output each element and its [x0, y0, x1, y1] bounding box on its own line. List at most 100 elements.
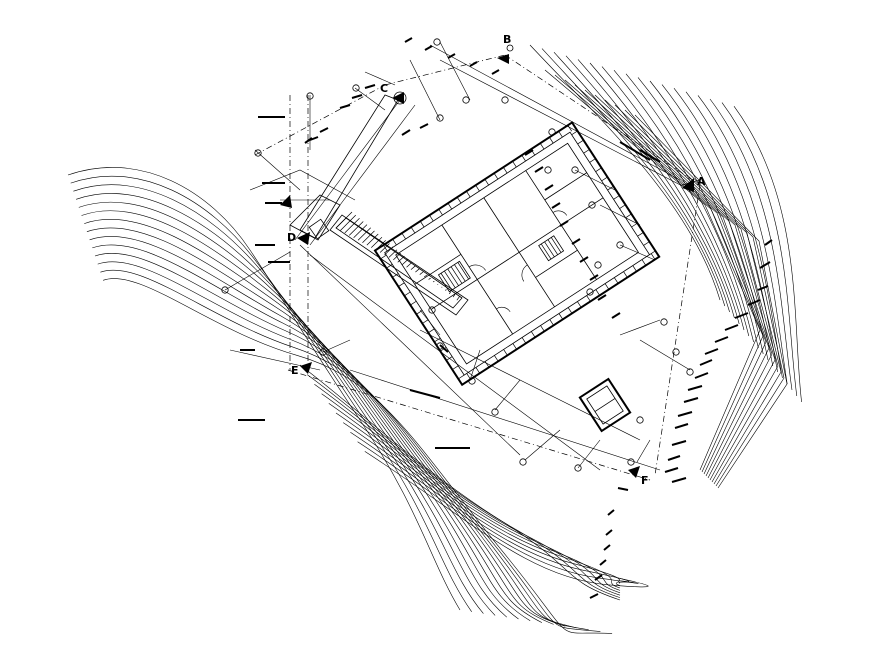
leader-line [469, 349, 481, 381]
annotation-dash [319, 127, 329, 133]
wall-tick [631, 222, 638, 228]
section-marker-a: A [681, 175, 706, 192]
contour-line [553, 51, 730, 313]
wall-tick [539, 143, 545, 150]
level-tag [433, 38, 441, 46]
svg-text:C: C [380, 82, 388, 95]
wall-tick [613, 195, 620, 200]
level-tag [436, 342, 444, 350]
annotation-dash [469, 61, 478, 67]
wall-tick [398, 282, 405, 287]
contour-line [89, 236, 554, 625]
contour-line [649, 80, 769, 361]
svg-text:A: A [697, 175, 706, 188]
wall-tick [567, 307, 573, 314]
ramp-hatch-line [344, 218, 360, 234]
annotation-dash [603, 544, 611, 551]
contour-line [601, 66, 750, 337]
annotation-dash [747, 299, 761, 306]
contour-line [314, 383, 621, 596]
annotation-dash [674, 423, 689, 429]
annotation-dash [683, 397, 699, 403]
wall-tick [632, 265, 637, 272]
annotation-dash [409, 389, 441, 399]
level-tag [352, 84, 360, 92]
wall-tick [530, 331, 536, 338]
contour-line [697, 95, 788, 385]
svg-text:D: D [287, 231, 296, 244]
ramp-hatch-line [357, 227, 371, 241]
contour-line [102, 278, 613, 634]
annotation-dash [664, 467, 679, 473]
wall-tick [410, 300, 417, 306]
wall-tick [549, 137, 554, 144]
building-footprint [373, 121, 661, 387]
wall-tick [558, 313, 564, 320]
level-tag [548, 128, 556, 136]
wall-tick [383, 244, 388, 252]
ramp-hatch-line [340, 214, 356, 231]
annotation-dash [671, 477, 687, 483]
wall-tick [650, 253, 656, 260]
leader-line [636, 439, 651, 463]
section-marker-b: B [497, 33, 514, 64]
wall-tick [607, 185, 614, 191]
ramp-hatch-line [432, 280, 435, 283]
ramp-hatch-line [388, 249, 398, 258]
wall-tick [438, 208, 443, 216]
wall-tick [571, 130, 578, 136]
ramp-hatch-line [449, 291, 451, 295]
contour-line [321, 393, 621, 594]
leader-line [354, 87, 386, 111]
ramp-hatch-line [445, 289, 447, 291]
contour-line [624, 109, 785, 487]
annotation-dash [671, 440, 687, 446]
annotation-dash [551, 202, 561, 209]
annotation-dash [764, 239, 773, 246]
wall-tick [429, 214, 434, 222]
contour-line [73, 184, 484, 614]
annotation-dash [597, 294, 607, 301]
wall-tick [567, 125, 572, 132]
wall-tick [458, 374, 465, 380]
dimension-lines [229, 44, 701, 481]
ramp-hatch-line [401, 258, 409, 266]
contour-line [67, 167, 461, 611]
annotation-dash [589, 593, 599, 599]
contour-line [613, 70, 754, 343]
contour-line [637, 77, 764, 355]
ramp-hatch-line [362, 230, 375, 243]
ramp-hatch-line [379, 243, 390, 253]
wall-tick [475, 367, 481, 374]
wall-tick [386, 264, 393, 269]
annotation-dash [694, 372, 709, 379]
level-tag [428, 306, 436, 314]
contour-line [364, 451, 649, 588]
wall-tick [649, 250, 656, 255]
level-tag [462, 96, 470, 104]
wall-tick [466, 190, 471, 198]
contour-line [733, 106, 802, 403]
contour-line [577, 59, 740, 325]
contour-line [554, 74, 764, 473]
ramp-hatch-line [397, 255, 405, 263]
annotation-dash [404, 37, 413, 43]
wall-tick [521, 155, 526, 162]
contour-line [350, 431, 630, 584]
level-tag [616, 241, 624, 249]
ramp-hatch-line [406, 262, 413, 268]
annotation-dash [605, 529, 613, 536]
leader-line [224, 251, 291, 291]
annotation-dash [424, 45, 433, 51]
ramp-hatch-line [456, 296, 460, 301]
wall-tick [589, 158, 596, 163]
annotation-dash [364, 84, 376, 89]
level-tag [544, 166, 552, 174]
ramp-hatch-line [452, 293, 456, 298]
wall-tick [619, 204, 626, 209]
leader-line [409, 59, 441, 121]
ramp-hatch-line [384, 246, 394, 256]
contour-line [565, 55, 735, 319]
annotation-dash [589, 274, 599, 281]
leader-line [639, 339, 691, 371]
